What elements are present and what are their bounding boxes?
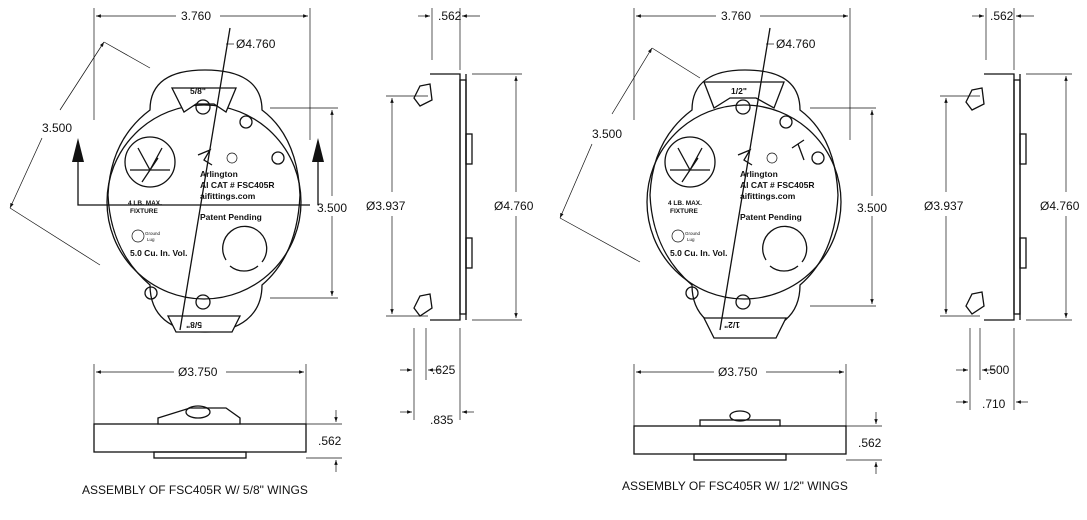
- side-wing-top: [413, 83, 433, 107]
- side-wing-top: [965, 87, 985, 111]
- fixture-line-2: FIXTURE: [130, 208, 158, 215]
- bottom-wing: [702, 317, 788, 339]
- height-dim: .562: [858, 436, 882, 450]
- section-line: [719, 27, 771, 331]
- box-outline: [107, 69, 301, 333]
- side-view-5-8: .562 Ø3.937 Ø4.760 .625 .835: [366, 8, 534, 427]
- wing-label-bottom: 1/2": [724, 320, 740, 330]
- brand-text: Arlington: [740, 169, 778, 179]
- ground-line-1: Ground: [145, 231, 161, 236]
- front-view-1-2: 1/2" 1/2" Arlington AI CAT # FSC405R aif…: [646, 27, 842, 339]
- caption-1-2: ASSEMBLY OF FSC405R W/ 1/2" WINGS: [622, 479, 848, 493]
- ground-screw-icon: [791, 139, 805, 161]
- wing-label-top: 5/8": [190, 86, 206, 96]
- mount-dim: 3.500: [857, 201, 887, 215]
- bottom-view-5-8: Ø3.750 .562: [93, 364, 342, 472]
- listing-mark-icon: [766, 152, 778, 164]
- front-view-5-8: 5/8" 5/8" Arlington AI CAT # FSC405R aif…: [72, 27, 324, 333]
- diag-dim: 3.500: [592, 127, 622, 141]
- bottom-body: [93, 423, 307, 453]
- width-dim: 3.760: [721, 9, 751, 23]
- box-outline: [649, 69, 839, 333]
- round-knockout: [222, 225, 268, 272]
- side-body: [984, 73, 1015, 321]
- fixture-line-2: FIXTURE: [670, 208, 698, 215]
- ground-line-2: Lug: [687, 237, 695, 242]
- front-dimensions-5-8: 3.760 Ø4.760 3.500 3.500: [9, 8, 347, 299]
- catalog-text: AI CAT # FSC405R: [200, 180, 274, 190]
- outer-dia-dim: Ø4.760: [236, 37, 276, 51]
- website-text: aifittings.com: [740, 191, 796, 201]
- width-dim: 3.760: [181, 9, 211, 23]
- bottom-view-1-2: Ø3.750 .562: [633, 364, 882, 474]
- side-top-dim: .562: [438, 9, 462, 23]
- inner-ring: [106, 104, 302, 300]
- ground-lug-icon: [131, 229, 145, 243]
- center-knockout: [664, 136, 716, 188]
- mount-hole-far-right: [811, 151, 825, 165]
- bottom-wing-profile: [157, 407, 241, 425]
- fixture-line-1: 4 LB. MAX.: [668, 200, 702, 207]
- catalog-text: AI CAT # FSC405R: [740, 180, 814, 190]
- diag-dim: 3.500: [42, 121, 72, 135]
- side-a-dim: .500: [986, 363, 1010, 377]
- patent-text: Patent Pending: [200, 212, 262, 222]
- patent-text: Patent Pending: [740, 212, 802, 222]
- ground-line-1: Ground: [685, 231, 701, 236]
- mount-hole-left: [685, 286, 699, 300]
- bottom-wing: [166, 315, 242, 333]
- side-body: [430, 73, 461, 321]
- side-left-dim: Ø3.937: [366, 199, 406, 213]
- inner-ring: [646, 104, 842, 300]
- side-b-dim: .835: [430, 413, 454, 427]
- top-screw-hole: [735, 99, 751, 115]
- assembly-1-2-wings: 1/2" 1/2" Arlington AI CAT # FSC405R aif…: [559, 8, 1080, 493]
- up-arrow-left-head: [72, 138, 84, 162]
- mount-hole-right: [239, 115, 253, 129]
- bottom-screw-hole: [195, 294, 211, 310]
- website-text: aifittings.com: [200, 191, 256, 201]
- fixture-line-1: 4 LB. MAX.: [128, 200, 162, 207]
- side-b-dim: .710: [982, 397, 1006, 411]
- caption-5-8: ASSEMBLY OF FSC405R W/ 5/8" WINGS: [82, 483, 308, 497]
- bottom-body: [633, 425, 847, 455]
- mount-dim: 3.500: [317, 201, 347, 215]
- up-arrow-left: [77, 162, 310, 206]
- assembly-5-8-wings: 5/8" 5/8" Arlington AI CAT # FSC405R aif…: [9, 8, 534, 497]
- side-wing-bottom: [413, 293, 433, 317]
- bottom-dia-dim: Ø3.750: [178, 365, 218, 379]
- side-wing-bottom: [965, 291, 985, 315]
- bottom-wing-profile: [699, 419, 781, 427]
- mount-hole-far-right: [271, 151, 285, 165]
- listing-mark-icon: [226, 152, 238, 164]
- front-dimensions-1-2: 3.760 Ø4.760 3.500 3.500: [559, 8, 887, 307]
- wing-label-top: 1/2": [731, 86, 747, 96]
- wing-label-bottom: 5/8": [186, 320, 202, 330]
- volume-text: 5.0 Cu. In. Vol.: [670, 248, 727, 258]
- side-right-dim: Ø4.760: [494, 199, 534, 213]
- volume-text: 5.0 Cu. In. Vol.: [130, 248, 187, 258]
- brand-text: Arlington: [200, 169, 238, 179]
- mount-hole-right: [779, 115, 793, 129]
- side-top-dim: .562: [990, 9, 1014, 23]
- side-view-1-2: .562 Ø3.937 Ø4.760 .500 .710: [924, 8, 1080, 411]
- ground-lug-icon: [671, 229, 685, 243]
- section-line: [179, 27, 231, 331]
- ground-line-2: Lug: [147, 237, 155, 242]
- height-dim: .562: [318, 434, 342, 448]
- round-knockout: [762, 225, 808, 272]
- side-a-dim: .625: [432, 363, 456, 377]
- bottom-screw-hole: [735, 294, 751, 310]
- mount-hole-left: [144, 286, 158, 300]
- top-wing: [703, 81, 785, 109]
- outer-dia-dim: Ø4.760: [776, 37, 816, 51]
- side-left-dim: Ø3.937: [924, 199, 964, 213]
- center-knockout: [124, 136, 176, 188]
- bottom-dia-dim: Ø3.750: [718, 365, 758, 379]
- top-screw-hole: [195, 99, 211, 115]
- side-right-dim: Ø4.760: [1040, 199, 1080, 213]
- up-arrow-right-head: [312, 138, 324, 162]
